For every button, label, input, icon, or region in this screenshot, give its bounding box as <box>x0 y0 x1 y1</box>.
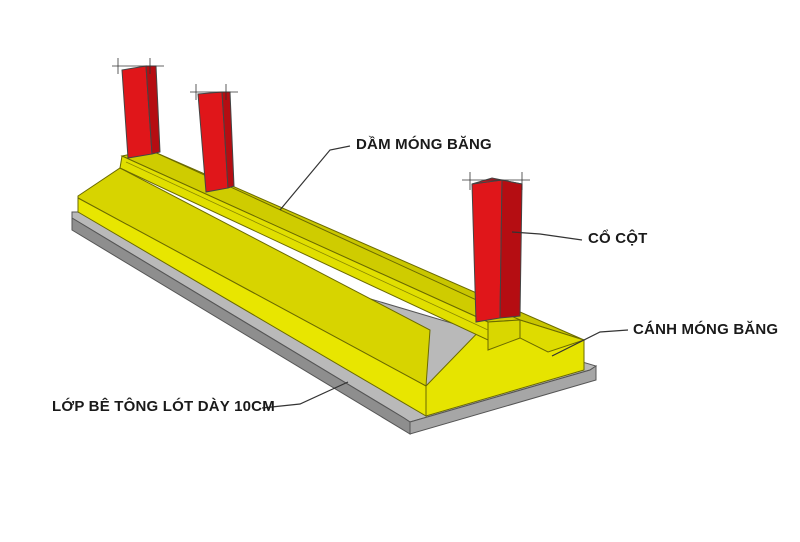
column-3-side <box>499 179 523 319</box>
beam-end <box>487 319 521 351</box>
footing-beam <box>119 149 521 351</box>
label-canh-mong-bang: CÁNH MÓNG BĂNG <box>633 321 779 338</box>
column-1 <box>112 58 164 159</box>
leader-beam <box>279 145 351 211</box>
lean-concrete-end <box>409 365 597 435</box>
column-3 <box>462 172 530 323</box>
column-3-front <box>471 179 503 323</box>
leader-lean <box>261 381 349 409</box>
leader-wing <box>551 329 629 357</box>
leader-lines <box>261 145 629 409</box>
label-dam-mong-bang: DẦM MÓNG BĂNG <box>356 136 492 153</box>
leader-column <box>511 231 583 241</box>
column-2 <box>190 84 238 193</box>
label-lop-be-tong-lot: LỚP BÊ TÔNG LÓT DÀY 10CM <box>52 398 275 415</box>
label-co-cot: CỔ CỘT <box>588 230 648 247</box>
